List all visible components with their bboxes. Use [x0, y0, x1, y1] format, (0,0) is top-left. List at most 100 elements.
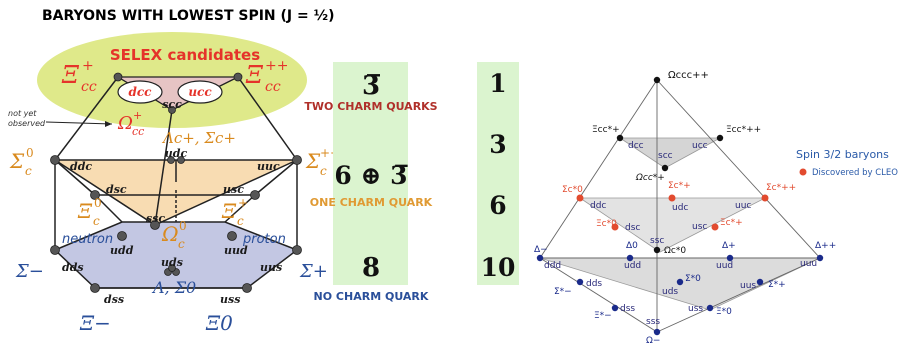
sigma-plus-label: Σ+: [299, 261, 328, 282]
quark-usc: usc: [223, 183, 244, 196]
r-omega-c0-label: Ωc*0: [664, 246, 686, 256]
r-xi-c0-label: Ξc*0: [596, 219, 617, 229]
pyramid-edges: [539, 79, 821, 333]
r-omega-cc-label: Ωcc*+: [635, 173, 665, 183]
one-charm-symbol: 6 ⊕ 3̅: [334, 161, 407, 190]
quark-udc: udc: [165, 147, 188, 160]
quark-uud: uud: [224, 244, 248, 257]
two-charm-label: TWO CHARM QUARKS: [304, 100, 437, 113]
count-3: 3: [489, 130, 506, 159]
count-10: 10: [481, 253, 516, 282]
r-quark-dds: dds: [586, 279, 602, 289]
quark-uss: uss: [220, 293, 240, 306]
quark-ucc: ucc: [188, 85, 212, 99]
page-title: BARYONS WITH LOWEST SPIN (J = ½): [42, 8, 335, 24]
arrow-head: [105, 121, 112, 127]
selex-title: SELEX candidates: [110, 46, 260, 64]
svg-text:Σ: Σ: [9, 149, 25, 173]
xi-cc-plusplus-label: Ξ cc ++: [245, 58, 288, 95]
no-charm-label: NO CHARM QUARK: [314, 290, 429, 303]
count-6: 6: [489, 191, 506, 220]
omega-c0-label: Ω c 0: [161, 219, 187, 251]
xi-c0-label: Ξ c 0: [77, 196, 102, 228]
lambda-sigma0-label: Λ, Σ0: [151, 278, 196, 297]
r-quark-scc: scc: [658, 151, 673, 161]
svg-text:c: c: [25, 164, 32, 178]
svg-text:Ξ: Ξ: [61, 61, 80, 89]
svg-text:cc: cc: [265, 79, 281, 95]
svg-text:Ξ: Ξ: [245, 61, 264, 89]
quark-udd: udd: [110, 244, 134, 257]
r-sigma-minus-label: Σ*−: [554, 287, 572, 297]
spin-three-halves-pyramid: Ωccc++ Ξcc*+ Ξcc*++ dcc ucc scc Ωcc*+ Σc…: [534, 70, 898, 344]
legend-cleo-label: Discovered by CLEO: [812, 168, 898, 178]
proton-label: proton: [242, 232, 286, 247]
legend-title: Spin 3/2 baryons: [796, 148, 889, 161]
svg-text:Ω: Ω: [117, 113, 133, 134]
not-observed-arrow: [45, 121, 113, 125]
not-yet-observed-line1: not yet: [8, 109, 37, 118]
r-quark-sss: sss: [646, 317, 660, 327]
xi-minus-label: Ξ−: [79, 311, 111, 335]
xi-zero-label: Ξ0: [205, 311, 233, 335]
svg-text:cc: cc: [81, 79, 97, 95]
multiplet-column: 3̅ TWO CHARM QUARKS 6 ⊕ 3̅ ONE CHARM QUA…: [304, 62, 519, 303]
delta-minus-label: Δ−: [534, 245, 548, 255]
svg-text:c: c: [320, 164, 327, 178]
left-nodes: [50, 72, 302, 293]
quark-dsc: dsc: [106, 183, 127, 196]
count-1: 1: [489, 69, 506, 98]
pyramid-double-charm-layer: [618, 137, 721, 169]
r-sigma-zero-label: Σ*0: [685, 274, 701, 284]
svg-text:Ω: Ω: [161, 222, 179, 246]
r-xi-cc-plusplus-label: Ξcc*++: [726, 125, 761, 135]
neutron-label: neutron: [62, 232, 113, 247]
spin-three-halves-multiplet-panel: [477, 62, 519, 285]
r-quark-udd: udd: [624, 261, 641, 271]
r-quark-ucc: ucc: [692, 141, 708, 151]
svg-text:+: +: [82, 58, 94, 74]
svg-text:+: +: [133, 109, 142, 122]
sigma-minus-label: Σ−: [15, 261, 44, 282]
dcc-ellipse: [117, 80, 163, 104]
quark-dcc: dcc: [128, 85, 152, 99]
r-quark-ddc: ddc: [590, 201, 606, 211]
svg-text:0: 0: [94, 196, 102, 210]
quark-dss: dss: [104, 293, 124, 306]
one-charm-label: ONE CHARM QUARK: [310, 196, 433, 209]
svg-text:0: 0: [26, 146, 34, 160]
spin-half-multiplet-panel: [333, 62, 408, 285]
svg-text:Ξ: Ξ: [221, 199, 237, 223]
r-quark-udc: udc: [672, 203, 688, 213]
r-quark-dcc: dcc: [628, 141, 644, 151]
svg-text:Ξ: Ξ: [77, 199, 93, 223]
r-quark-uuu: uuu: [800, 259, 817, 269]
quark-ssc: ssc: [146, 212, 165, 225]
svg-text:c: c: [93, 214, 100, 228]
omega-cc-label: Ω cc +: [117, 109, 144, 138]
xi-cc-plus-label: Ξ cc +: [61, 58, 97, 95]
r-xi-cplus-label: Ξc*+: [720, 218, 743, 228]
two-charm-symbol: 3̅: [362, 71, 380, 101]
r-xi-zero-label: Ξ*0: [716, 307, 732, 317]
svg-text:c: c: [237, 214, 244, 228]
r-quark-dss: dss: [620, 304, 635, 314]
svg-text:cc: cc: [132, 125, 144, 138]
sigma-c0-label: Σ c 0: [9, 146, 34, 178]
not-yet-observed-line2: observed: [8, 119, 46, 128]
r-quark-usc: usc: [692, 222, 707, 232]
spin-half-diagram: SELEX candidates Ξ cc + Ξ cc ++ dcc ucc …: [8, 32, 340, 335]
delta-plus-label: Δ+: [722, 241, 736, 251]
r-quark-ssc: ssc: [650, 236, 664, 246]
pyramid-black-nodes: [616, 76, 724, 254]
left-edges: [54, 76, 298, 289]
r-sigma-cplusplus-label: Σc*++: [766, 183, 796, 193]
r-quark-dsc: dsc: [625, 223, 640, 233]
quark-ddc: ddc: [70, 160, 92, 173]
r-quark-uds: uds: [662, 287, 678, 297]
quark-uus: uus: [260, 261, 282, 274]
r-sigma-plus-label: Σ*+: [768, 280, 786, 290]
r-quark-uuc: uuc: [735, 201, 751, 211]
pyramid-blue-nodes: [536, 254, 824, 336]
